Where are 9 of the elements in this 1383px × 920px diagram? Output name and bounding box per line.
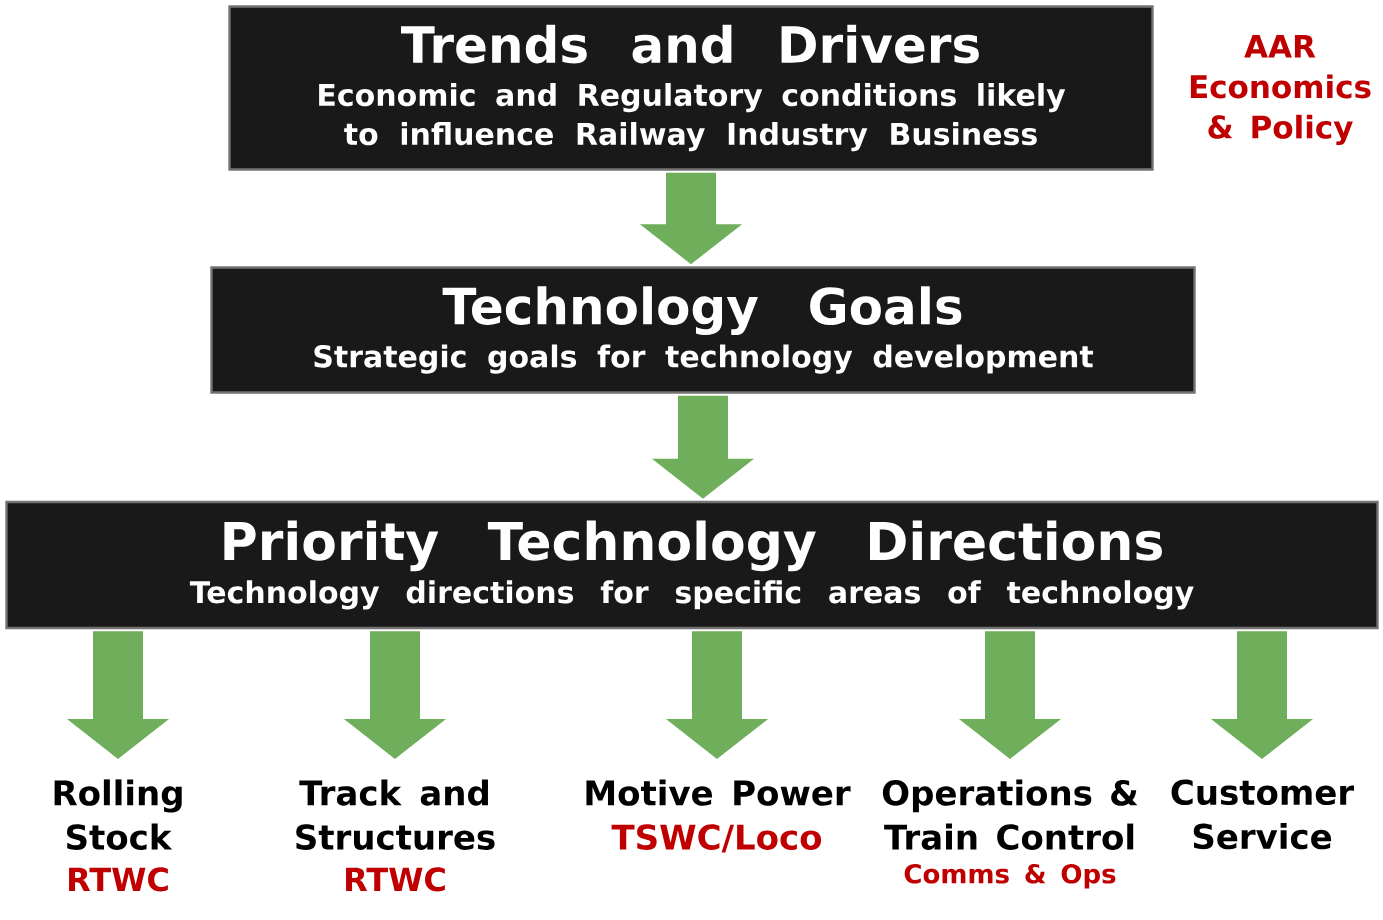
category-label: Customer Service xyxy=(1171,779,1354,850)
category-label: Track and Structures RTWC xyxy=(296,779,495,892)
title-box: Technology Goals Strategic goals for technology development xyxy=(210,266,1196,394)
category-label: Rolling Stock RTWC xyxy=(54,779,182,892)
side-note: AAR Economics & Policy xyxy=(1190,34,1371,146)
title-box: Priority Technology Directions Technology directions for specific areas of technology xyxy=(5,500,1379,630)
category-label: Operations & Train Control Comms & Ops xyxy=(882,779,1138,889)
category-label: Motive Power TSWC/Loco xyxy=(586,779,851,853)
title-box: Trends and Drivers Economic and Regulatory conditions likely to influence Railway Industry Business xyxy=(228,5,1154,171)
